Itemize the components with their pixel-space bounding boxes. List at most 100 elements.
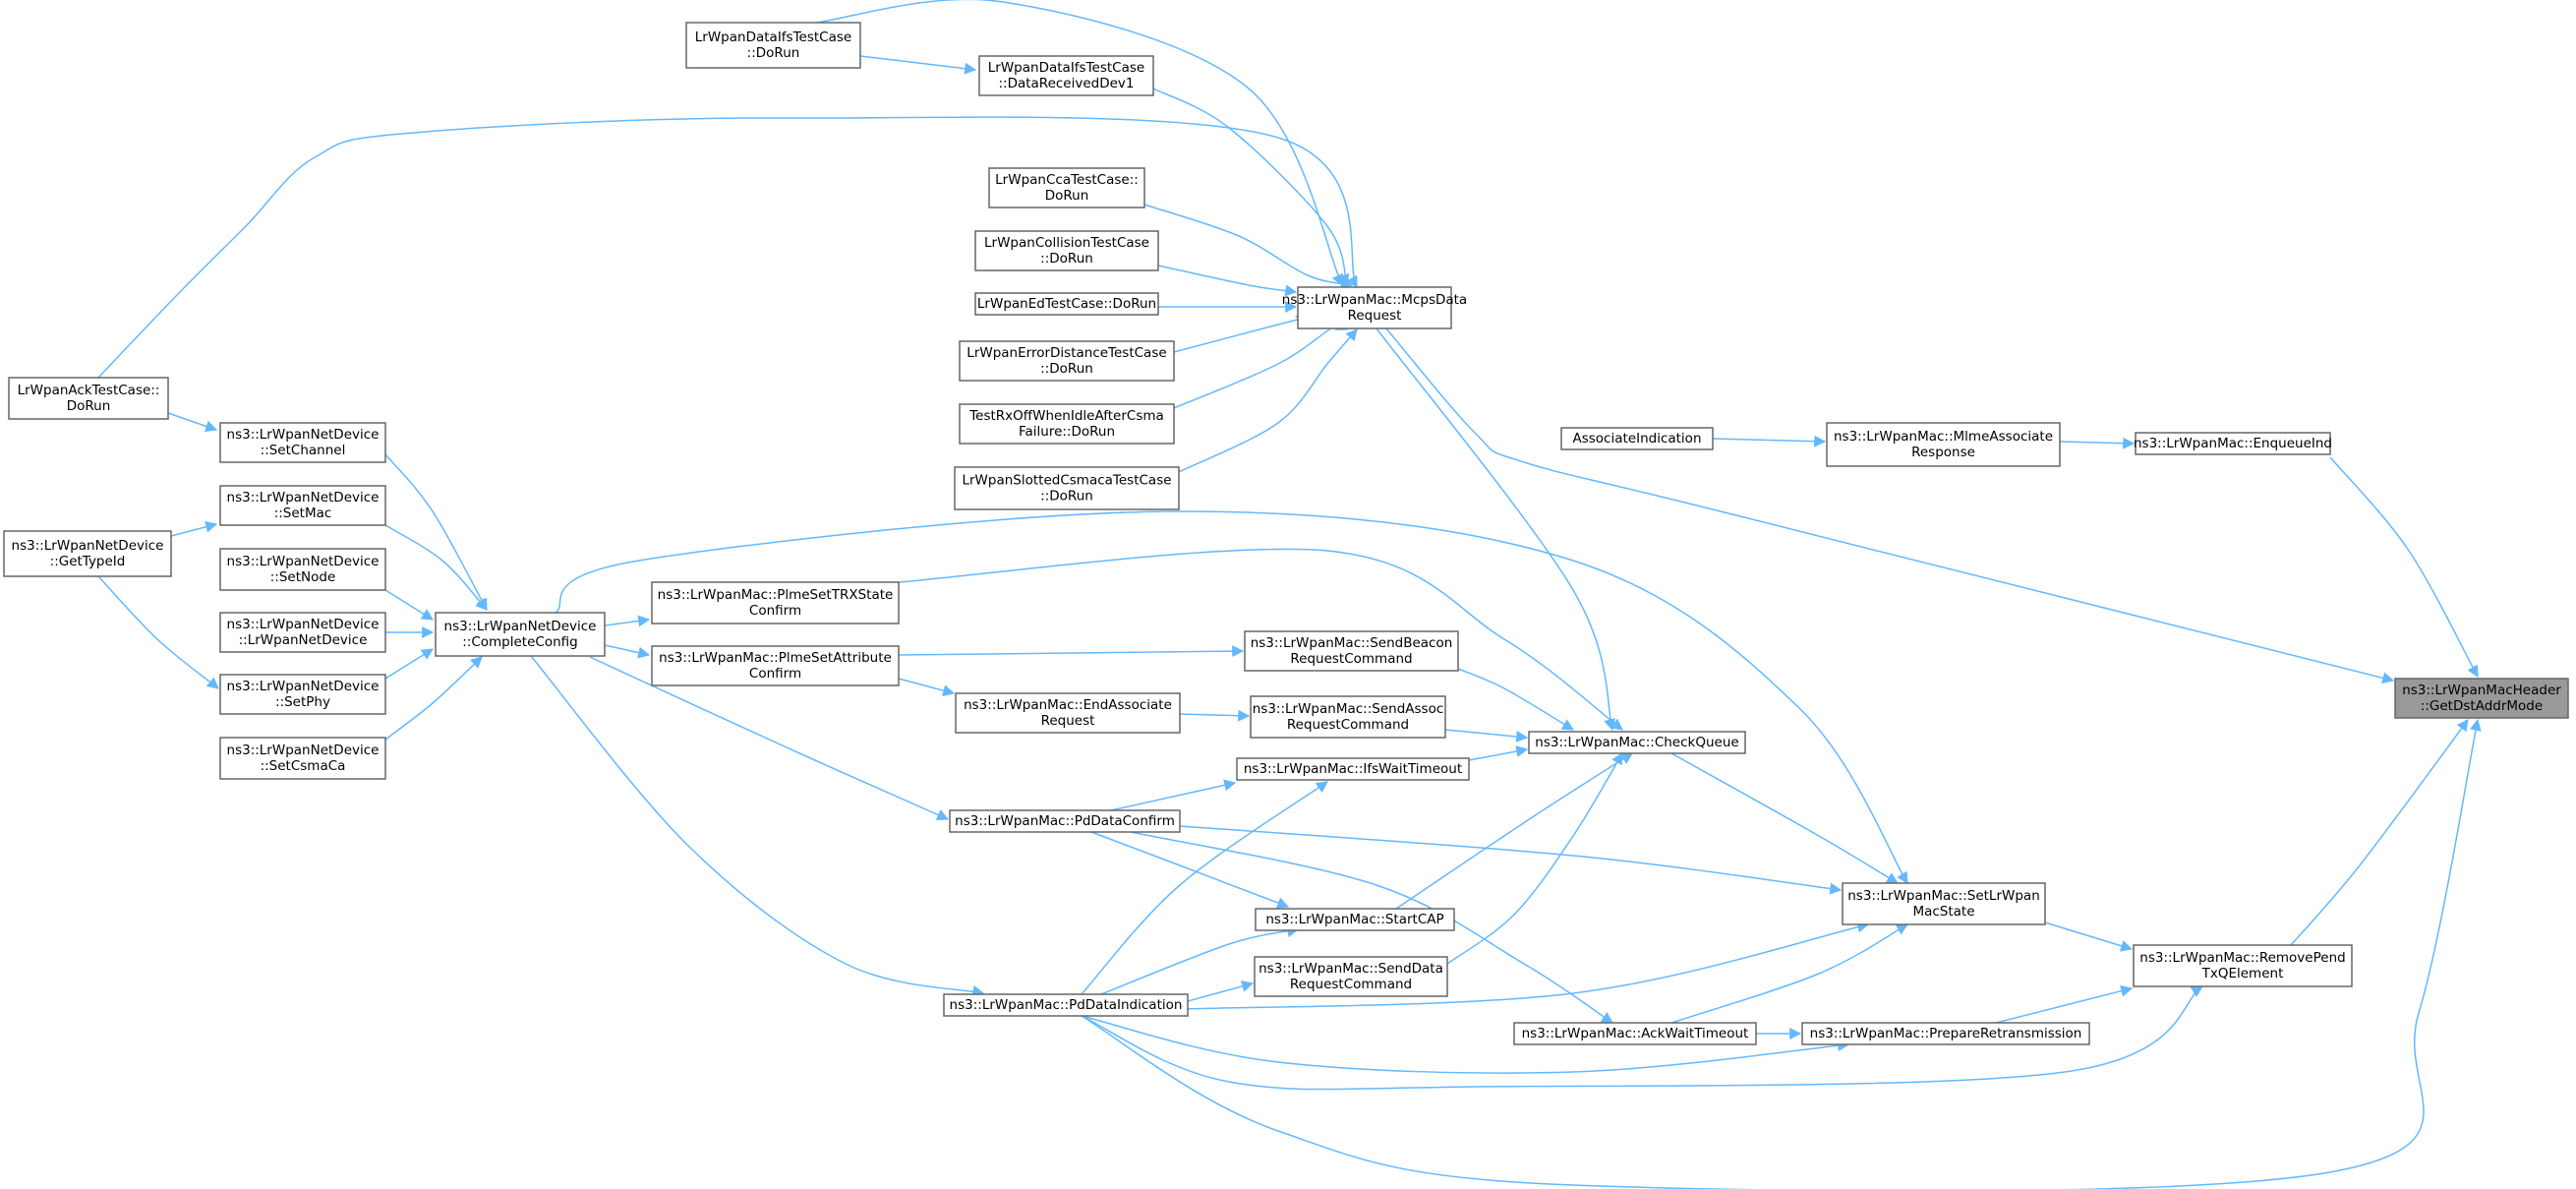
node-enqueue[interactable]: ns3::LrWpanMac::EnqueueInd [2134,432,2332,455]
node-label: ns3::LrWpanMac::McpsData [1282,292,1467,308]
node-setphy[interactable]: ns3::LrWpanNetDevice::SetPhy [219,674,386,715]
edge-complete-to-pdind [530,655,985,997]
node-label: ::DataReceivedDev1 [998,76,1134,91]
node-label: ns3::LrWpanMac::EnqueueInd [2134,436,2332,451]
node-label: ns3::LrWpanMacHeader [2402,683,2561,698]
edge-complete-to-pdconfirm [589,656,950,821]
node-label: ns3::LrWpanNetDevice [227,554,380,569]
node-box [955,692,1181,734]
node-coll[interactable]: LrWpanCollisionTestCase::DoRun [974,230,1159,271]
edge-gettypeid-to-setphy [97,575,219,689]
node-label: ns3::LrWpanMac::SetLrWpan [1847,888,2040,904]
node-label: ns3::LrWpanMac::SendAssoc [1253,701,1444,717]
node-label: LrWpanErrorDistanceTestCase [966,345,1166,361]
edge-gettypeid-to-setmac [170,520,218,537]
node-box [974,292,1159,316]
node-box [1244,630,1459,672]
node-label: ns3::LrWpanMac::PlmeSetAttribute [659,650,892,666]
node-label: ns3::LrWpanNetDevice [227,679,380,694]
node-label: Request [1348,308,1402,324]
node-box [1801,1022,2090,1045]
node-checkq[interactable]: ns3::LrWpanMac::CheckQueue [1528,731,1746,754]
edge-endassoc-to-sendassoc [1179,709,1251,722]
node-pdind[interactable]: ns3::LrWpanMac::PdDataIndication [943,993,1189,1017]
node-ed[interactable]: LrWpanEdTestCase::DoRun [974,292,1159,316]
node-cca[interactable]: LrWpanCcaTestCase::DoRun [988,167,1145,208]
edge-trx-to-checkq [898,548,1623,731]
node-ifs-dorun[interactable]: LrWpanDataIfsTestCase::DoRun [685,22,861,69]
node-label: ::SetNode [270,569,336,585]
edge-pdind-to-setstate [1187,921,1870,1010]
node-label: ns3::LrWpanMac::CheckQueue [1535,735,1738,750]
node-box [943,993,1189,1017]
node-startcap[interactable]: ns3::LrWpanMac::StartCAP [1255,908,1455,931]
node-label: LrWpanEdTestCase::DoRun [977,296,1156,312]
node-setmac[interactable]: ns3::LrWpanNetDevice::SetMac [219,485,386,526]
node-label: ::GetDstAddrMode [2421,698,2543,714]
node-box [959,340,1175,382]
edge-pdconfirm-to-ifswait [1110,779,1237,811]
edge-setphy-to-complete [384,648,435,680]
node-label: ns3::LrWpanNetDevice [227,427,380,443]
node-ifswait[interactable]: ns3::LrWpanMac::IfsWaitTimeout [1236,757,1470,781]
node-box [219,737,386,780]
node-box [219,422,386,463]
node-box [974,230,1159,271]
node-setnode[interactable]: ns3::LrWpanNetDevice::SetNode [219,548,386,591]
node-ack[interactable]: LrWpanAckTestCase::DoRun [8,377,169,420]
node-gettypeid[interactable]: ns3::LrWpanNetDevice::GetTypeId [3,530,172,577]
node-box [651,645,900,686]
node-box [949,809,1181,833]
node-box [651,581,900,624]
node-pdconfirm[interactable]: ns3::LrWpanMac::PdDataConfirm [949,809,1181,833]
node-setchannel[interactable]: ns3::LrWpanNetDevice::SetChannel [219,422,386,463]
node-label: ns3::LrWpanMac::PrepareRetransmission [1810,1026,2082,1041]
edge-pdconfirm-to-startcap [1090,831,1290,909]
node-complete[interactable]: ns3::LrWpanNetDevice::CompleteConfig [435,612,606,657]
edge-ackwait-to-setstate [1670,923,1909,1024]
node-prepare[interactable]: ns3::LrWpanMac::PrepareRetransmission [1801,1022,2090,1045]
edge-ack-to-setchannel [167,412,218,433]
edge-setcsma-to-complete [384,656,483,741]
node-errdist[interactable]: LrWpanErrorDistanceTestCase::DoRun [959,340,1175,382]
node-box [3,530,172,577]
node-box [435,612,606,657]
edge-senddata-to-checkq [1446,751,1623,965]
node-ackwait[interactable]: ns3::LrWpanMac::AckWaitTimeout [1513,1022,1757,1045]
node-ctor[interactable]: ns3::LrWpanNetDevice::LrWpanNetDevice [219,612,386,653]
node-label: ns3::LrWpanMac::AckWaitTimeout [1522,1026,1749,1041]
node-label: ::DoRun [1040,361,1093,377]
node-label: ::SetChannel [261,443,346,458]
node-setcsma[interactable]: ns3::LrWpanNetDevice::SetCsmaCa [219,737,386,780]
node-label: MacState [1912,904,1974,920]
edge-mcps-to-getdst [1385,327,2395,684]
node-label: Request [1041,713,1095,729]
node-slotted[interactable]: LrWpanSlottedCsmacaTestCase::DoRun [954,466,1180,510]
node-label: TestRxOffWhenIdleAfterCsma [968,408,1164,424]
node-label: AssociateIndication [1572,431,1701,446]
node-label: LrWpanCollisionTestCase [984,235,1149,251]
edge-coll-to-mcps [1157,265,1298,297]
node-assocind[interactable]: AssociateIndication [1560,427,1714,450]
node-ifs-drd1[interactable]: LrWpanDataIfsTestCase::DataReceivedDev1 [978,55,1154,96]
node-box [1255,908,1455,931]
edge-cca-to-mcps [1143,204,1354,289]
node-box [1842,882,2046,925]
node-box [1297,286,1452,329]
node-box [978,55,1154,96]
node-label: ::GetTypeId [50,554,126,569]
graph-nodes: LrWpanDataIfsTestCase::DoRunLrWpanDataIf… [3,22,2569,1045]
node-label: DoRun [1045,188,1089,204]
